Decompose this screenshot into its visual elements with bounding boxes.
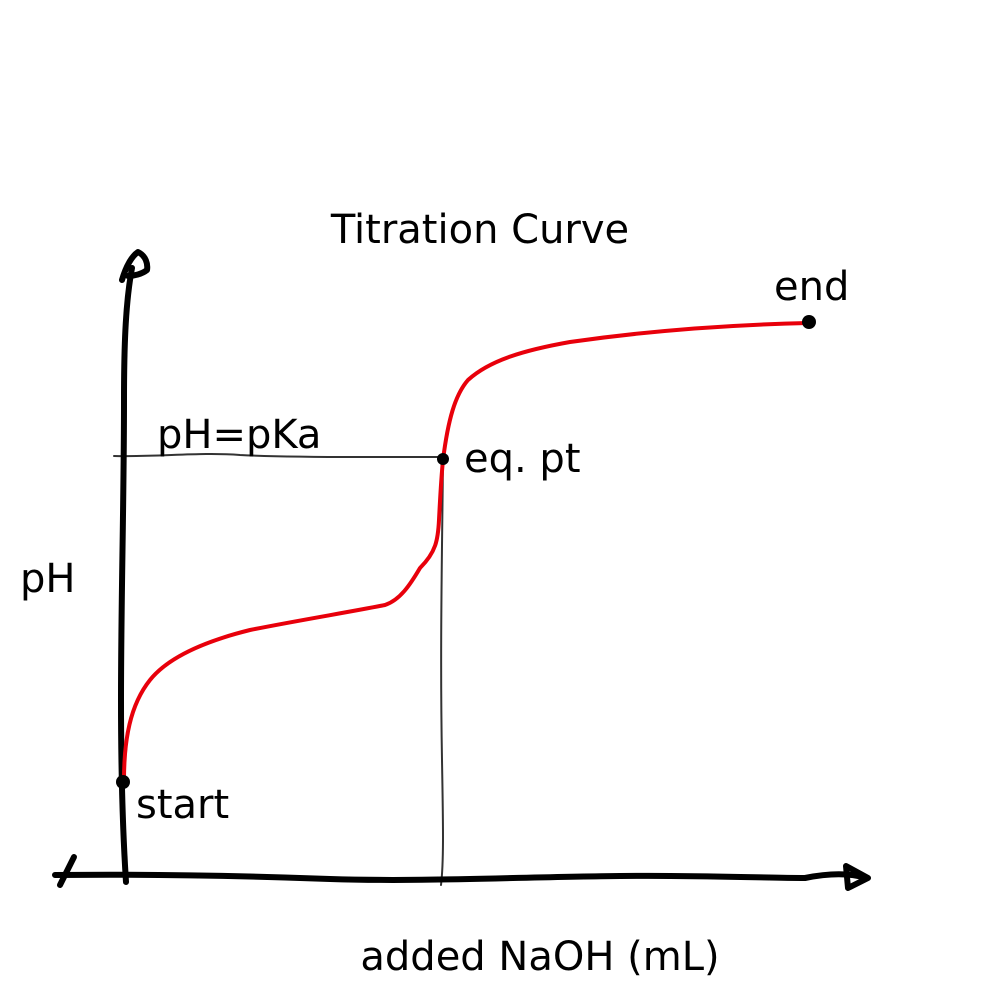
eq-point-guide-line (440, 459, 444, 886)
pka-guide-line (113, 453, 444, 458)
x-axis-arrowhead (843, 863, 871, 891)
half-eq-label: pH=pKa (157, 412, 321, 458)
y-axis-arrowhead (119, 249, 151, 283)
y-axis-label: pH (20, 556, 75, 602)
start-label: start (136, 782, 229, 828)
x-axis-label: added NaOH (mL) (360, 934, 719, 980)
end-point-marker (802, 315, 816, 329)
start-point-marker (116, 775, 130, 789)
end-label: end (774, 264, 849, 310)
eq-point-label: eq. pt (464, 436, 581, 482)
eq-point-marker (437, 453, 449, 465)
diagram-title: Titration Curve (330, 207, 629, 253)
x-axis-left-tick (57, 854, 77, 888)
y-axis (118, 265, 135, 885)
titration-curve (122, 321, 810, 782)
x-axis (52, 871, 869, 883)
